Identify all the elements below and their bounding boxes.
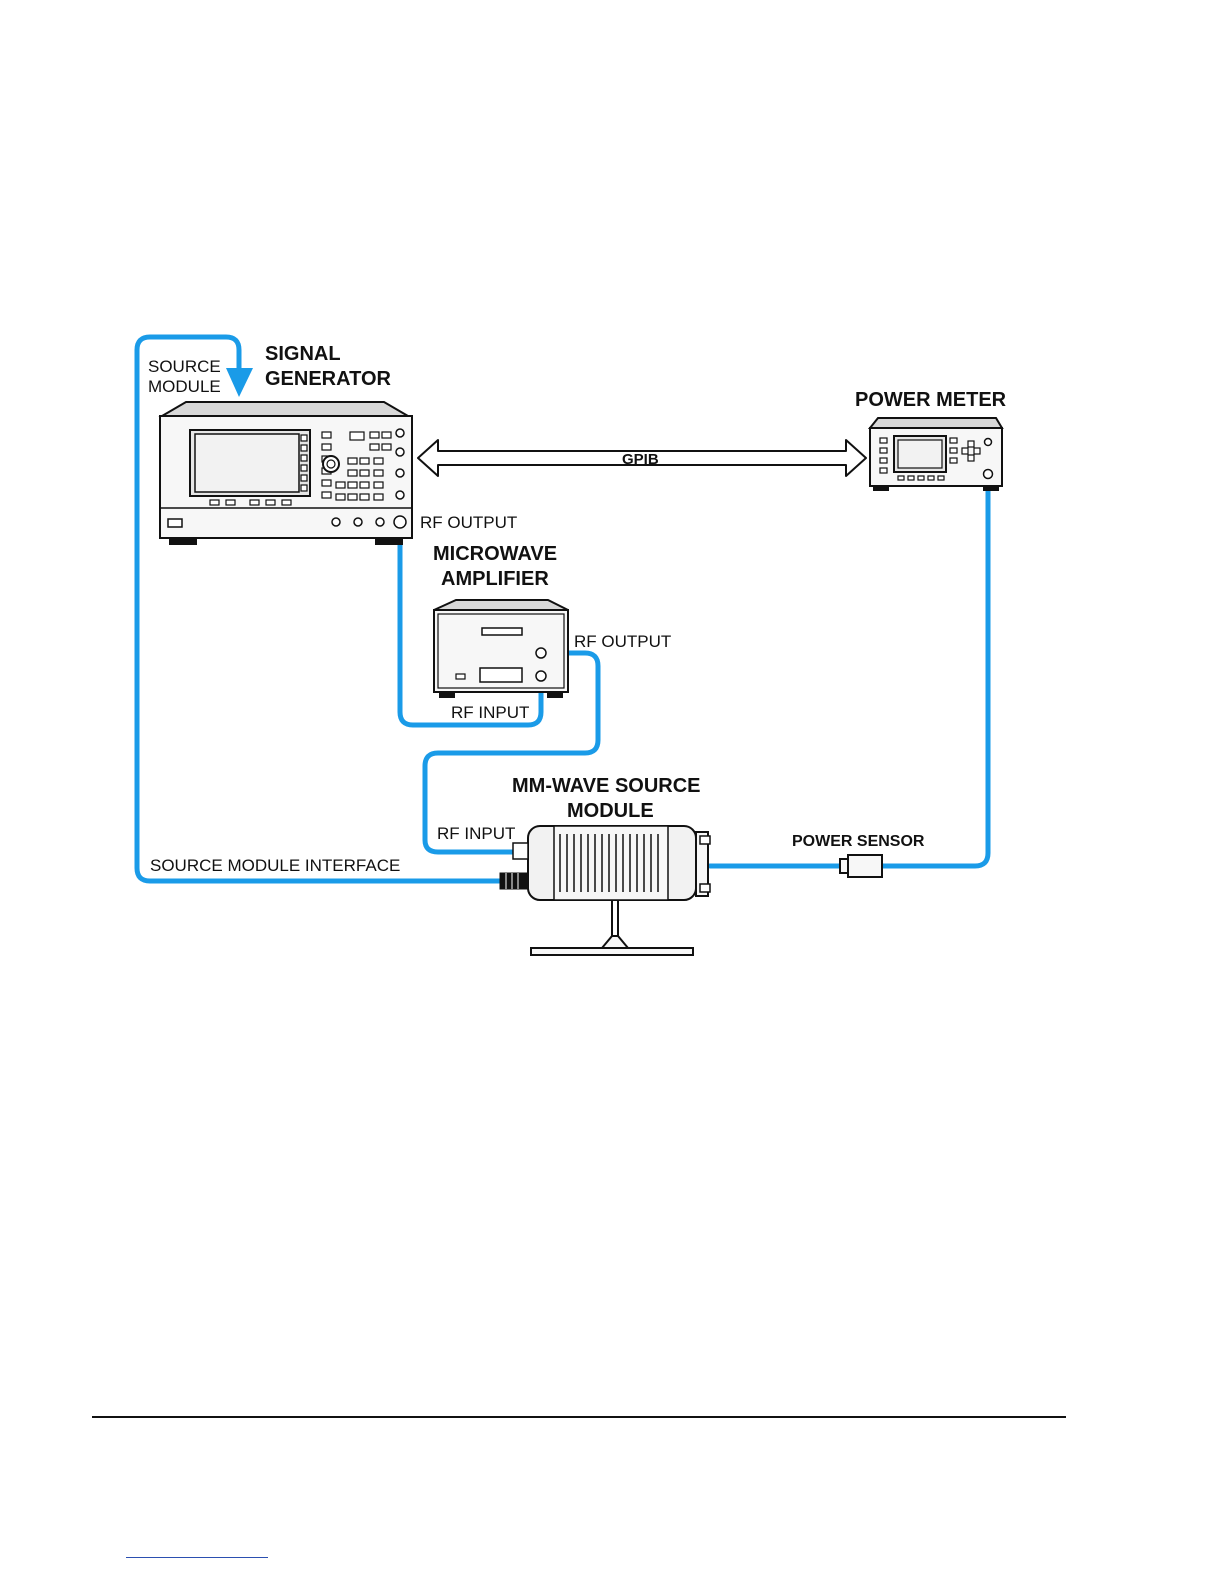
source-module-port-label-line1: SOURCE: [148, 357, 221, 376]
microwave-amplifier-title-line1: MICROWAVE: [433, 543, 557, 565]
source-module-interface-label: SOURCE MODULE INTERFACE: [150, 856, 400, 875]
sensor-to-meter-cable: [882, 474, 988, 866]
footer-link-underline[interactable]: [126, 1557, 268, 1558]
amp-rf-input-label: RF INPUT: [451, 703, 529, 722]
footer-rule: [92, 1416, 1066, 1418]
microwave-amplifier: [434, 600, 568, 697]
signal-generator-title-line2: GENERATOR: [265, 368, 391, 390]
power-meter: [870, 418, 1002, 490]
mmwave-module-title-line1: MM-WAVE SOURCE: [512, 775, 701, 797]
amp-rf-output-label: RF OUTPUT: [574, 632, 671, 651]
sg-rf-output-label: RF OUTPUT: [420, 513, 517, 532]
source-module-port-label-line2: MODULE: [148, 377, 221, 396]
gpib-label: GPIB: [622, 451, 659, 468]
source-module-arrowhead: [226, 368, 253, 397]
signal-generator: [160, 402, 412, 544]
power-sensor: [840, 855, 882, 877]
power-meter-title: POWER METER: [855, 389, 1007, 411]
mmwave-source-module: [500, 826, 710, 955]
power-sensor-label: POWER SENSOR: [792, 833, 925, 850]
module-rf-input-label: RF INPUT: [437, 824, 515, 843]
signal-generator-title-line1: SIGNAL: [265, 343, 341, 365]
microwave-amplifier-title-line2: AMPLIFIER: [441, 568, 549, 590]
mmwave-module-title-line2: MODULE: [567, 800, 654, 822]
